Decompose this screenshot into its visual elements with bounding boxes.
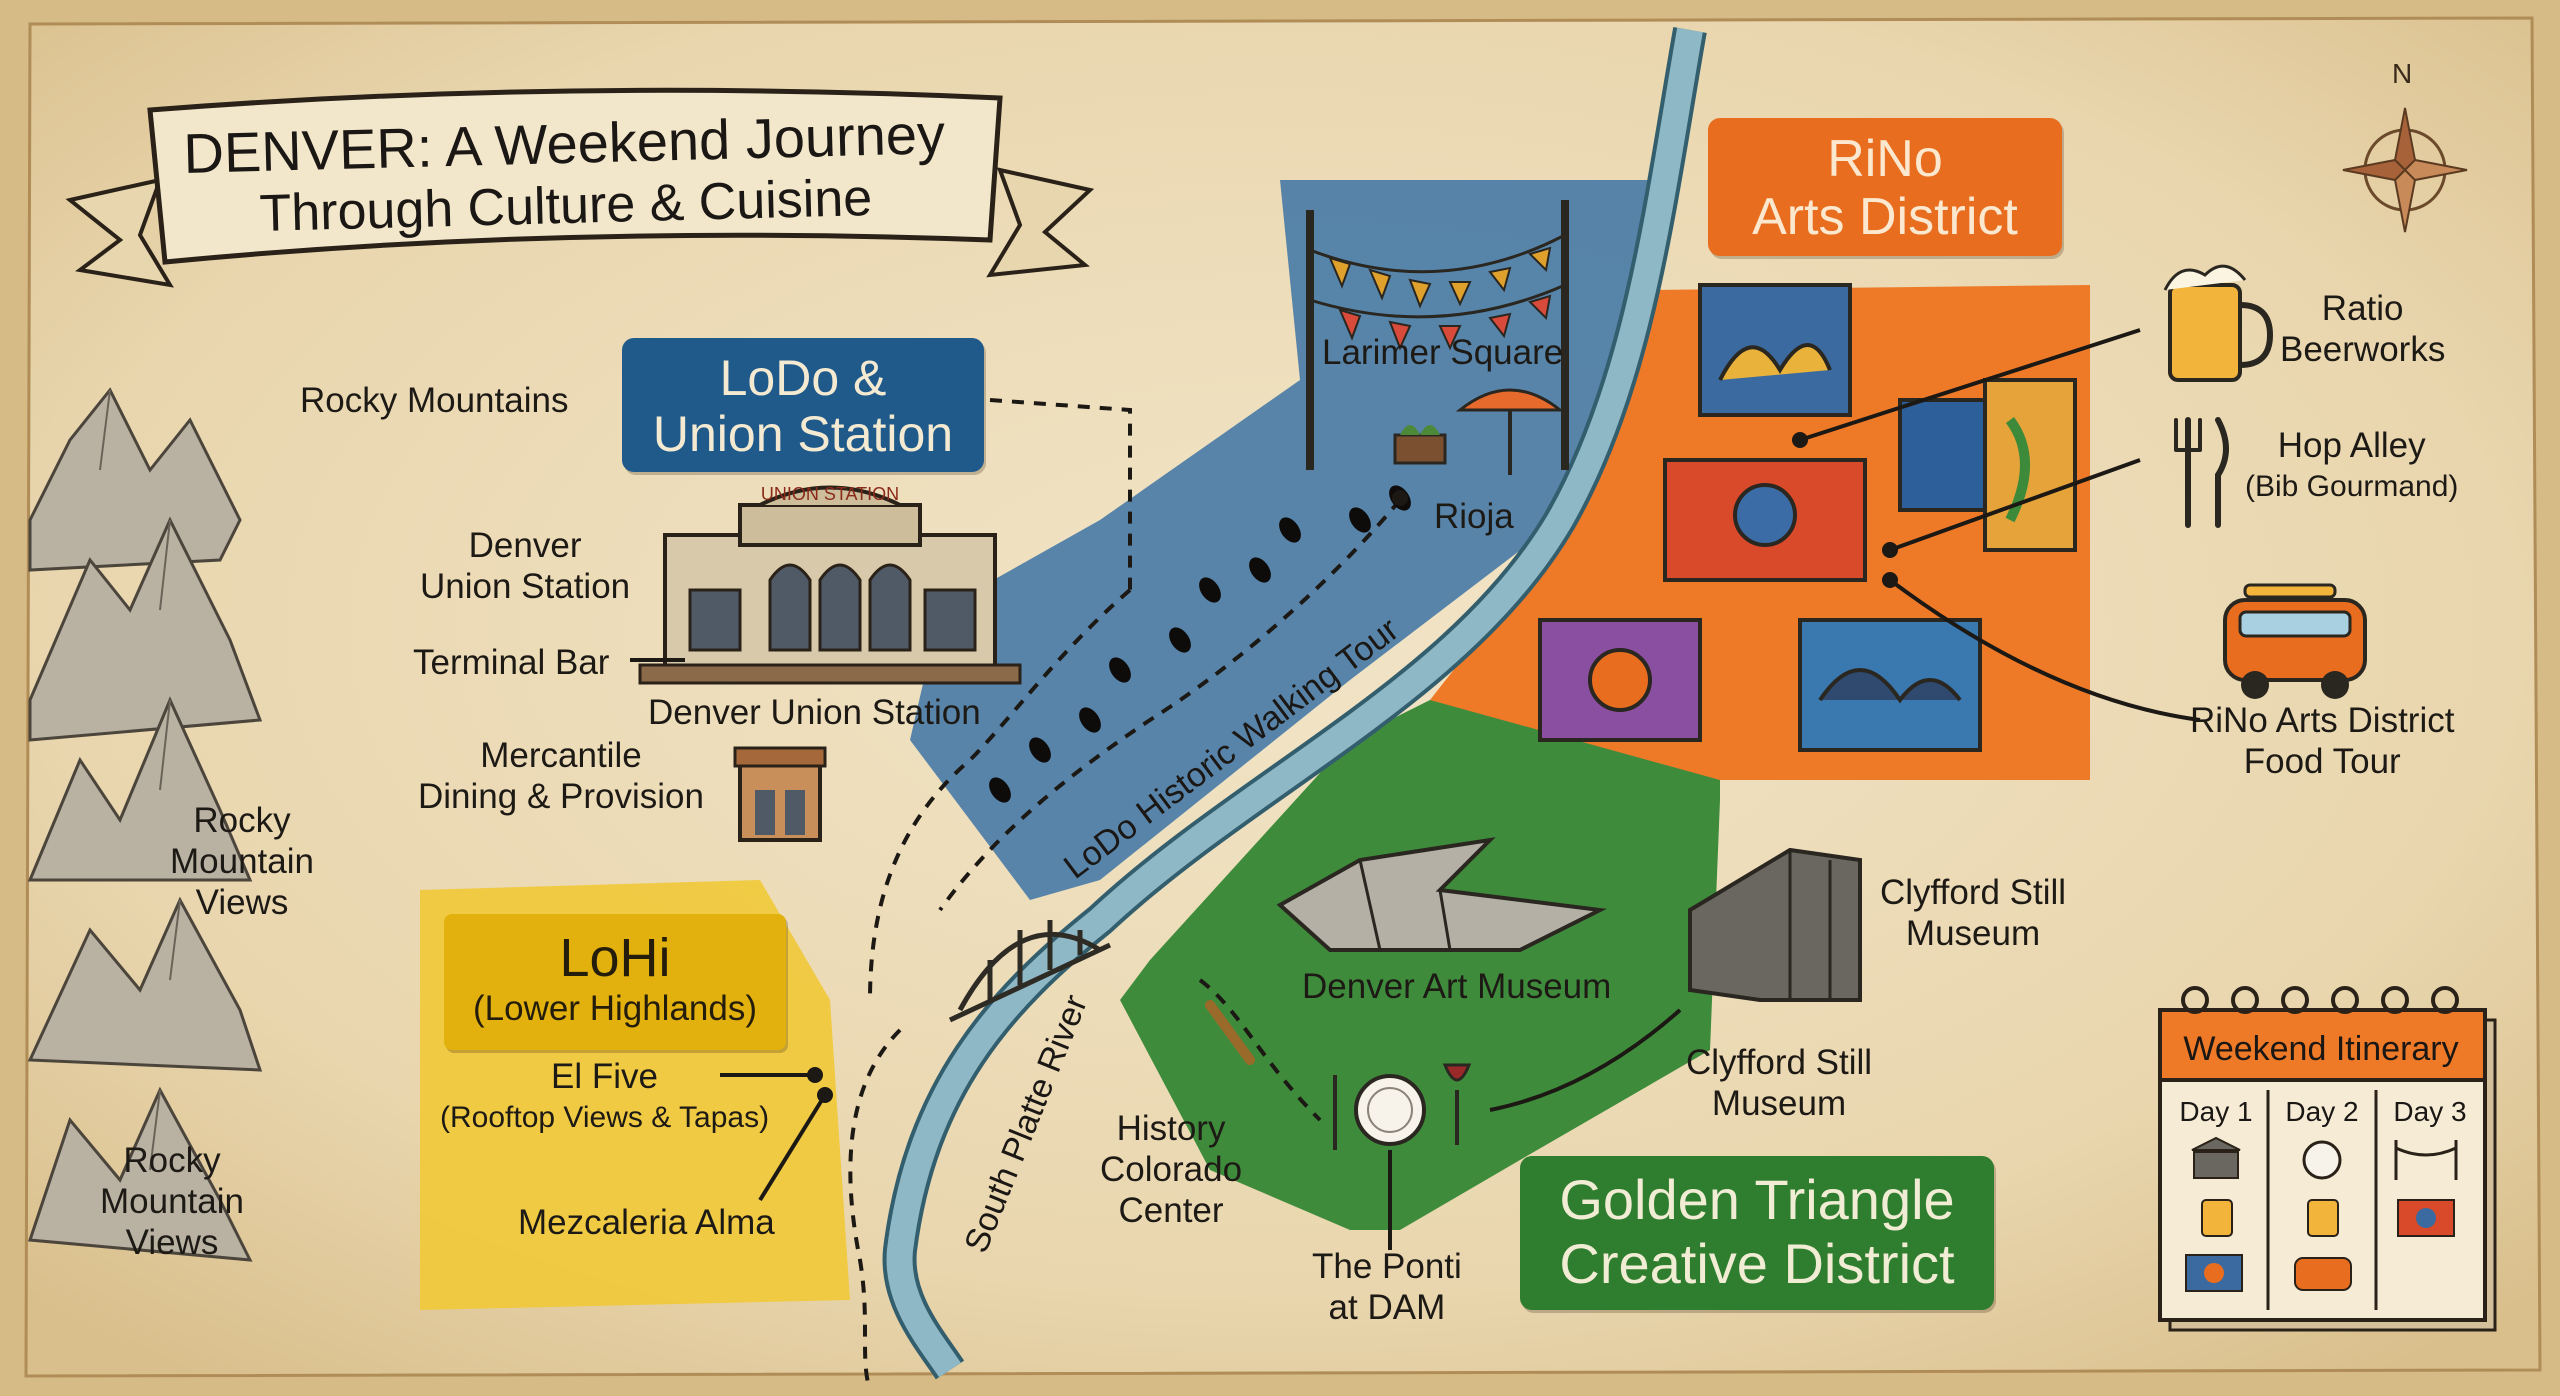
clyfford-still-icon [1688,847,1862,1002]
itinerary-day-3: Day 3 [2393,1096,2467,1127]
union-station-caption: Denver Union Station [648,693,981,732]
denver-art-museum-label: Denver Art Museum [1302,967,1612,1006]
compass-icon [2342,107,2468,233]
history-line2: Colorado [1100,1150,1243,1189]
lodo-district-tag: LoDo & Union Station [622,338,984,472]
union-station-sign: UNION STATION [761,484,899,504]
clyfford-top-line1: Clyfford Still [1880,873,2067,912]
rino-line2: Arts District [1752,188,2018,246]
routes [848,398,1402,1391]
place-dots [807,432,1898,1103]
fork-knife-icon [2174,417,2229,528]
itinerary-header: Weekend Itinerary [2183,1030,2459,1068]
mezcaleria-label: Mezcaleria Alma [518,1203,775,1242]
history-line1: History [1116,1109,1226,1148]
food-tour-van-icon [2223,583,2367,699]
museum-icon [2191,1136,2241,1179]
rocky-mountain-views-bottom: Rocky Mountain Views [100,1140,244,1263]
lodo-line1: LoDo & [719,350,887,406]
south-platte-river [886,27,1703,1378]
mid-line3: Views [195,883,289,922]
union-station-label-line1: Denver [468,526,582,565]
beer-mug-icon [2163,264,2274,382]
rioja-label: Rioja [1434,497,1514,536]
rino-line1: RiNo [1827,130,1943,188]
bridge-icon [948,920,1112,1023]
mercantile-line1: Mercantile [480,736,642,775]
golden-triangle-zone [1120,700,1720,1230]
food-tour-label: RiNo Arts District Food Tour [2190,700,2454,782]
ponti-label: The Ponti at DAM [1312,1246,1462,1328]
map-title: DENVER: A Weekend Journey Through Cultur… [149,101,982,247]
lodo-line2: Union Station [652,406,954,462]
beer-icon [2201,1199,2233,1237]
ratio-beerworks-label: Ratio Beerworks [2280,288,2445,370]
title-banner [65,87,1095,288]
plate-icon [2302,1140,2342,1180]
bunting-icon [2394,1140,2458,1180]
bottom-line2: Mountain [100,1182,244,1221]
clyfford-bottom-line1: Clyfford Still [1686,1043,1873,1082]
history-marker-icon [1205,1000,1255,1065]
compass-north-label: N [2392,58,2413,89]
golden-triangle-district-tag: Golden Triangle Creative District [1520,1156,1994,1310]
larimer-bunting-icon [1306,200,1569,470]
rocky-mountains-label: Rocky Mountains [300,381,569,420]
mural-icon [2397,1199,2455,1237]
rino-district-tag: RiNo Arts District [1708,118,2062,256]
itinerary-day-1: Day 1 [2179,1096,2253,1127]
terminal-bar-label: Terminal Bar [413,643,610,682]
lohi-line2: (Lower Highlands) [472,989,758,1028]
rino-murals [1538,283,2077,752]
larimer-square-label: Larimer Square [1322,333,1564,372]
clyfford-still-label-top: Clyfford Still Museum [1880,872,2066,954]
cafe-umbrella-icon [1393,388,1565,475]
el-five-label: El Five (Rooftop Views & Tapas) [440,1056,769,1138]
mid-line2: Mountain [170,842,314,881]
el-five-line2: (Rooftop Views & Tapas) [440,1101,770,1134]
mercantile-line2: Dining & Provision [418,777,704,816]
hop-alley-label: Hop Alley (Bib Gourmand) [2245,425,2458,507]
rocky-mountains [27,387,263,1262]
food-tour-line2: Food Tour [2243,742,2401,781]
ratio-line2: Beerworks [2280,330,2446,369]
clyfford-still-label-bottom: Clyfford Still Museum [1686,1042,1872,1124]
golden-line1: Golden Triangle [1559,1168,1955,1231]
ponti-line2: at DAM [1328,1288,1446,1327]
union-station-label-line2: Union Station [420,567,631,606]
ponti-line1: The Ponti [1312,1247,1462,1286]
lohi-line1: LoHi [559,928,671,988]
van-icon [2294,1257,2352,1291]
clyfford-bottom-line2: Museum [1711,1084,1847,1123]
itinerary-day-2: Day 2 [2285,1096,2359,1127]
rocky-mountain-views-mid: Rocky Mountain Views [170,800,314,923]
hop-alley-line1: Hop Alley [2277,426,2426,465]
golden-line2: Creative District [1559,1232,1955,1295]
hop-alley-line2: (Bib Gourmand) [2245,470,2459,503]
mural-icon [2185,1254,2243,1292]
footprints-icon [989,485,1411,803]
food-tour-line1: RiNo Arts District [2190,701,2455,740]
history-colorado-label: History Colorado Center [1100,1108,1242,1231]
bottom-line3: Views [125,1223,219,1262]
mercantile-icon [733,746,827,842]
mid-line1: Rocky [193,801,291,840]
union-station-icon [638,485,1022,685]
history-line3: Center [1118,1191,1224,1230]
denver-art-museum-icon [1276,837,1607,952]
mercantile-label: Mercantile Dining & Provision [418,735,704,817]
ponti-table-icon [1333,1063,1472,1150]
el-five-line1: El Five [551,1057,659,1096]
clyfford-top-line2: Museum [1905,914,2041,953]
lohi-district-tag: LoHi (Lower Highlands) [444,914,786,1050]
union-station-label: Denver Union Station [420,525,630,607]
beer-icon [2307,1199,2339,1237]
leader-lines [630,328,2201,1250]
ratio-line1: Ratio [2321,289,2404,328]
bottom-line1: Rocky [123,1141,221,1180]
